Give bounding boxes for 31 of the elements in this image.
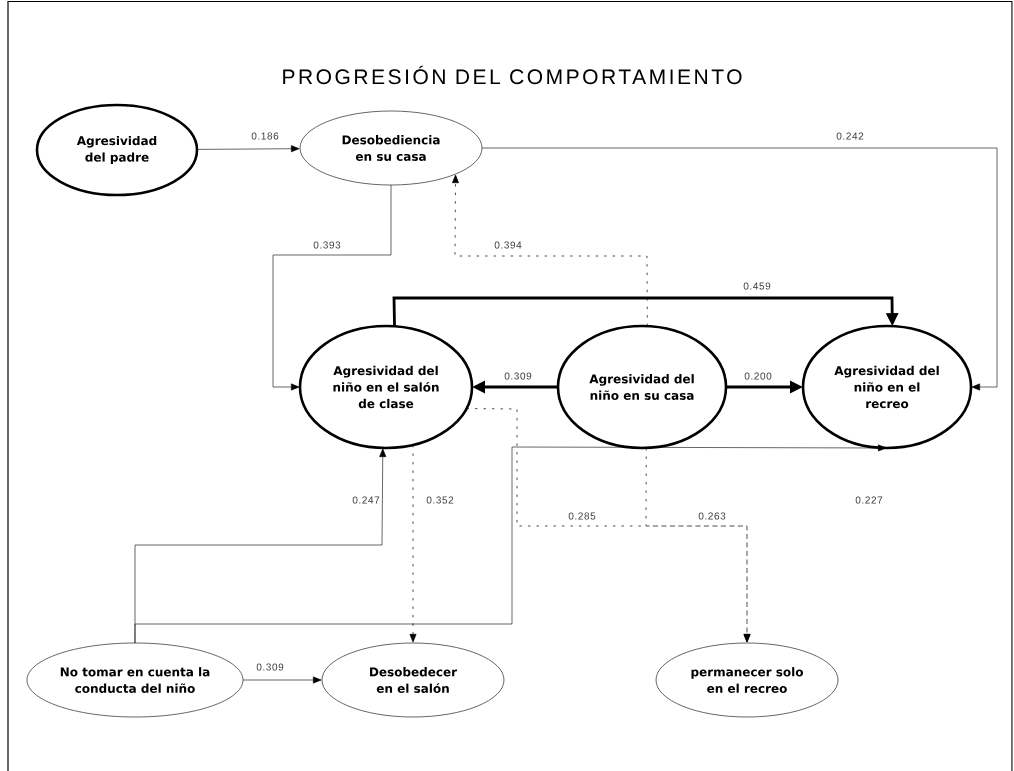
ellipse-node: Agresividad del niño en el salón de clase	[298, 324, 474, 450]
arrow	[409, 444, 417, 643]
edge-label: 0.393	[312, 240, 342, 250]
ellipse-node: Desobediencia en su casa	[299, 110, 483, 186]
edge-label: 0.263	[697, 511, 727, 521]
arrow	[392, 296, 899, 327]
edge-label: 0.309	[503, 371, 533, 381]
edge-label: 0.285	[567, 511, 597, 521]
arrow	[272, 184, 392, 391]
arrow	[196, 145, 300, 153]
edge-label: 0.352	[425, 495, 455, 505]
arrow	[481, 147, 998, 391]
ellipse-node: No tomar en cuenta la conducta del niño	[26, 642, 244, 718]
arrow	[134, 444, 887, 644]
edge-label: 0.242	[835, 131, 865, 141]
arrow	[242, 676, 322, 684]
edge-label: 0.186	[250, 131, 280, 141]
edge-label: 0.227	[854, 495, 884, 505]
arrow	[452, 174, 648, 327]
arrow	[645, 447, 751, 643]
edge-label: 0.200	[743, 371, 773, 381]
ellipse-node: Agresividad del niño en su casa	[556, 324, 728, 450]
edge-label: 0.459	[742, 281, 772, 291]
ellipse-node: Agresividad del padre	[35, 103, 199, 197]
edge-label: 0.394	[493, 240, 523, 250]
ellipse-node: Agresividad del niño en el recreo	[801, 324, 973, 450]
ellipse-node: permanecer solo en el recreo	[655, 642, 839, 718]
edge-label: 0.247	[351, 495, 381, 505]
edge-label: 0.309	[255, 662, 285, 672]
diagram-title: PROGRESIÓN DEL COMPORTAMIENTO	[283, 65, 742, 85]
ellipse-node: Desobedecer en el salón	[321, 642, 505, 718]
